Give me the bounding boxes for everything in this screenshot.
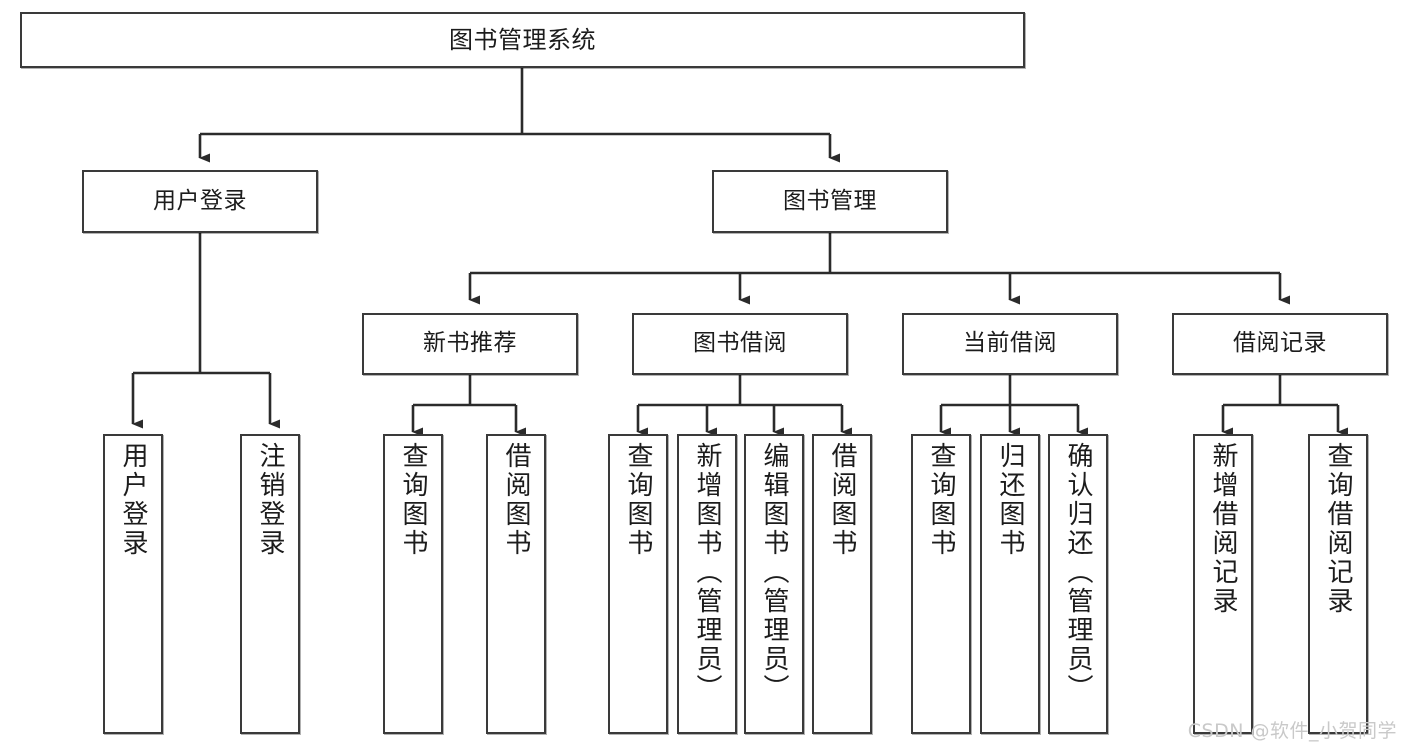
node-leaf-user-logout[interactable]: 注销登录	[240, 434, 300, 734]
node-leaf-current-query-book[interactable]: 查询图书	[911, 434, 971, 734]
node-label: 查询图书	[398, 442, 428, 558]
node-leaf-current-confirm-return-admin[interactable]: 确认归还（管理员）	[1048, 434, 1108, 734]
node-label: 新书推荐	[423, 330, 517, 357]
node-label: 借阅记录	[1233, 330, 1327, 357]
node-label: 归还图书	[995, 442, 1025, 558]
node-leaf-user-login[interactable]: 用户登录	[103, 434, 163, 734]
node-borrow-records[interactable]: 借阅记录	[1172, 313, 1388, 375]
node-label: 图书借阅	[693, 330, 787, 357]
node-label: 查询图书	[926, 442, 956, 558]
node-leaf-current-return-book[interactable]: 归还图书	[980, 434, 1040, 734]
node-label: 用户登录	[118, 442, 148, 558]
node-current-borrow[interactable]: 当前借阅	[902, 313, 1118, 375]
node-root-system[interactable]: 图书管理系统	[20, 12, 1025, 68]
node-user-login[interactable]: 用户登录	[82, 170, 318, 233]
node-label: 当前借阅	[963, 330, 1057, 357]
node-label: 确认归还（管理员）	[1063, 442, 1093, 703]
node-label: 查询图书	[623, 442, 653, 558]
node-label: 新增借阅记录	[1208, 442, 1238, 616]
node-label: 注销登录	[255, 442, 285, 558]
node-label: 借阅图书	[827, 442, 857, 558]
node-leaf-record-query-borrow-record[interactable]: 查询借阅记录	[1308, 434, 1368, 734]
node-label: 图书管理	[783, 187, 877, 214]
node-leaf-borrow-query-book[interactable]: 查询图书	[608, 434, 668, 734]
node-book-borrow[interactable]: 图书借阅	[632, 313, 848, 375]
node-label: 借阅图书	[501, 442, 531, 558]
node-new-book-recommend[interactable]: 新书推荐	[362, 313, 578, 375]
node-leaf-borrow-edit-book-admin[interactable]: 编辑图书（管理员）	[744, 434, 804, 734]
node-leaf-borrow-add-book-admin[interactable]: 新增图书（管理员）	[677, 434, 737, 734]
node-label: 编辑图书（管理员）	[759, 442, 789, 703]
node-label: 查询借阅记录	[1323, 442, 1353, 616]
node-book-management[interactable]: 图书管理	[712, 170, 948, 233]
node-leaf-newbook-query-book[interactable]: 查询图书	[383, 434, 443, 734]
node-label: 图书管理系统	[449, 25, 596, 54]
node-label: 用户登录	[153, 187, 247, 214]
node-leaf-borrow-lend-book[interactable]: 借阅图书	[812, 434, 872, 734]
node-leaf-newbook-borrow-book[interactable]: 借阅图书	[486, 434, 546, 734]
node-label: 新增图书（管理员）	[692, 442, 722, 703]
node-leaf-record-add-borrow-record[interactable]: 新增借阅记录	[1193, 434, 1253, 734]
csdn-watermark: CSDN @软件_小贺同学	[1187, 720, 1397, 742]
